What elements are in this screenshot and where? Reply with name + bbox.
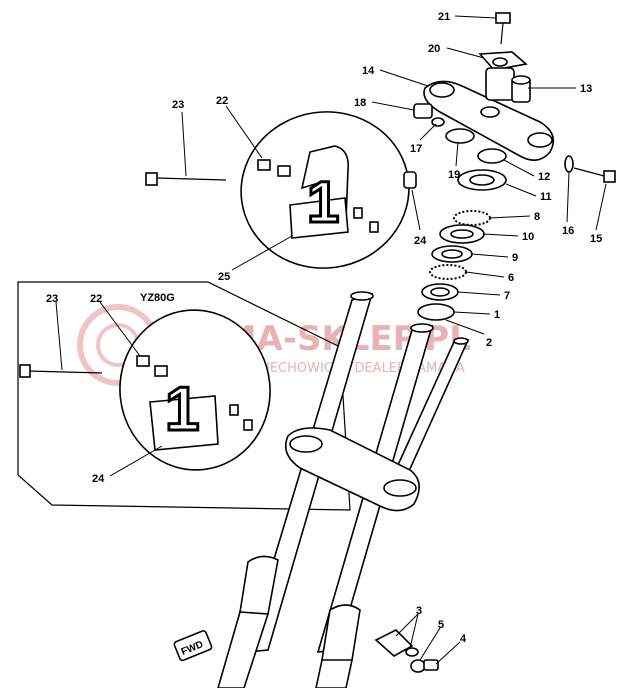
callout-10: 10: [522, 231, 534, 243]
plate-number-inset: 1: [165, 375, 199, 444]
inset-callout-22: 22: [90, 293, 102, 305]
callout-3: 3: [416, 605, 422, 617]
callout-11: 11: [540, 191, 552, 203]
inset-callout-23: 23: [46, 293, 58, 305]
inset-callout-24: 24: [92, 473, 105, 485]
leader-lines: [55, 15, 607, 665]
callout-16: 16: [562, 225, 574, 237]
callout-15: 15: [590, 233, 602, 245]
plate-number-main: 1: [307, 170, 339, 235]
callout-9: 9: [512, 252, 518, 264]
callout-labels: 21 20 14 13 18 17 19 12 11 8 10 9 6 7 1 …: [46, 11, 602, 645]
callout-21: 21: [438, 11, 450, 23]
bearing-stack: [417, 169, 507, 321]
front-forks: FWD: [173, 291, 470, 688]
callout-20: 20: [428, 43, 440, 55]
inset-box: YZ80G: [17, 281, 351, 511]
callout-13: 13: [580, 83, 592, 95]
number-plate-main: 1: [145, 111, 417, 269]
number-plate-inset: 1: [19, 309, 271, 471]
bolt-15: [564, 155, 616, 183]
callout-12: 12: [538, 171, 550, 183]
callout-17: 17: [410, 143, 422, 155]
callout-22: 22: [216, 95, 228, 107]
callout-7: 7: [504, 290, 510, 302]
cable-guide: [374, 629, 439, 673]
callout-19: 19: [448, 169, 460, 181]
callout-18: 18: [354, 97, 366, 109]
callout-8: 8: [534, 211, 540, 223]
callout-2: 2: [486, 337, 492, 349]
callout-5: 5: [438, 619, 444, 631]
callout-14: 14: [362, 65, 375, 77]
callout-1: 1: [494, 309, 500, 321]
callout-24: 24: [414, 235, 427, 247]
callout-25: 25: [218, 271, 230, 283]
callout-4: 4: [460, 633, 467, 645]
callout-23: 23: [172, 99, 184, 111]
callout-6: 6: [508, 272, 514, 284]
inset-title: YZ80G: [140, 292, 175, 304]
upper-bracket: [413, 12, 555, 164]
